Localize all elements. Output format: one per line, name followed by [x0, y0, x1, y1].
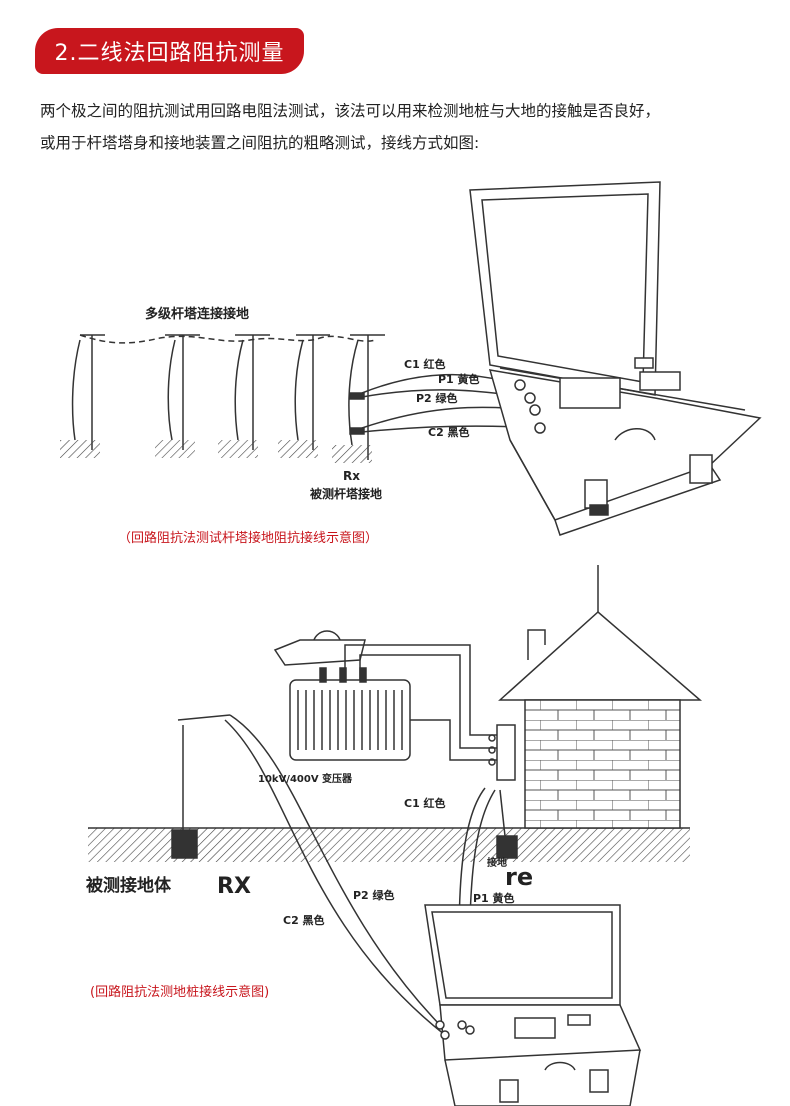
d1-rx-label: Rx: [343, 469, 360, 483]
section-title: 2.二线法回路阻抗测量: [54, 41, 285, 66]
transformer-label: 10kV/400V 变压器: [258, 772, 353, 785]
paragraph-line-1: 两个极之间的阻抗测试用回路电阻法测试，该法可以用来检测地桩与大地的接触是否良好，: [40, 102, 661, 120]
tower-pole-3: [218, 334, 270, 458]
section-title-badge: 2.二线法回路阻抗测量: [35, 28, 304, 74]
d1-rx-desc: 被测杆塔接地: [310, 486, 382, 501]
instrument-case-2: [424, 904, 642, 1106]
transformer: [273, 630, 497, 761]
tower-pole-1: [60, 334, 105, 458]
ground-label: 接地: [487, 856, 507, 869]
d1-c2-label: C2 黑色: [428, 425, 470, 439]
d2-caption: (回路阻抗法测地桩接线示意图): [90, 984, 269, 1000]
d2-c2-label: C2 黑色: [283, 913, 325, 927]
poles-label: 多级杆塔连接接地: [145, 306, 249, 322]
house: [488, 565, 703, 829]
d1-c1-label: C1 红色: [404, 357, 446, 371]
diagram-2-ground-stake: [88, 565, 703, 1106]
d1-caption: （回路阻抗法测试杆塔接地阻抗接线示意图）: [118, 530, 378, 546]
d2-p1-label: P1 黄色: [473, 891, 515, 905]
intro-paragraph: 两个极之间的阻抗测试用回路电阻法测试，该法可以用来检测地桩与大地的接触是否良好，…: [40, 95, 755, 159]
d1-p1-label: P1 黄色: [438, 372, 480, 386]
d1-p2-label: P2 绿色: [416, 391, 458, 405]
rx-desc-label: 被测接地体: [86, 875, 172, 896]
diagram-1-tower-grounding: [60, 181, 762, 536]
d2-c1-label: C1 红色: [404, 796, 446, 810]
re-label: re: [505, 863, 533, 891]
tower-pole-2: [155, 334, 200, 458]
overhead-wire: [79, 334, 376, 344]
rx-label: RX: [217, 874, 251, 899]
paragraph-line-2: 或用于杆塔塔身和接地装置之间阻抗的粗略测试，接线方式如图:: [40, 134, 480, 152]
tower-pole-rx: [332, 334, 385, 463]
d2-p2-label: P2 绿色: [353, 888, 395, 902]
instrument-case-1: [469, 181, 762, 536]
tower-pole-rx-2: [171, 714, 446, 1036]
tower-pole-4: [278, 334, 330, 458]
